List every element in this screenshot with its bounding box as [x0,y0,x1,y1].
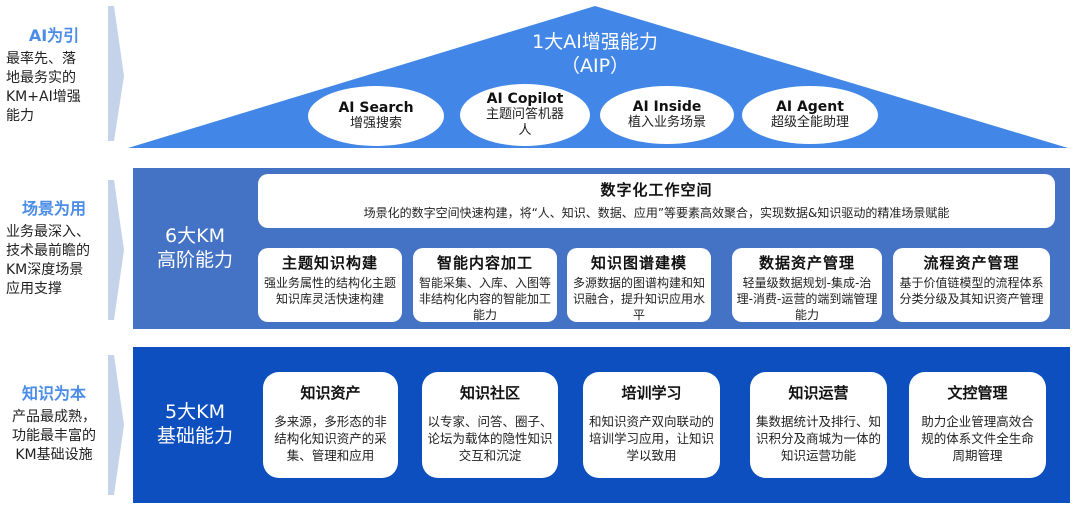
advanced-card: 数据资产管理轻量级数据规划-集成-治理-消费-运营的端到端管理能力 [732,248,882,322]
basic-card: 知识运营集数据统计及排行、知识积分及商城为一体的知识运营功能 [750,372,887,478]
basic-card: 知识资产多来源，多形态的非结构化知识资产的采集、管理和应用 [263,372,398,478]
advanced-card: 知识图谱建模多源数据的图谱构建和知识融合，提升知识应用水平 [567,248,711,322]
chevron-right-icon [108,6,124,141]
chevron-right-icon [108,355,124,495]
aip-title: 1大AI增强能力 （AIP） [532,31,658,77]
advanced-card: 智能内容加工智能采集、入库、入图等非结构化内容的智能加工能力 [413,248,557,322]
advanced-card: 流程资产管理基于价值链模型的流程体系分类分级及其知识资产管理 [893,248,1050,322]
workspace-card: 数字化工作空间 场景化的数字空间快速构建，将“人、知识、数据、应用”等要素高效聚… [258,174,1055,228]
advanced-card: 主题知识构建强业务属性的结构化主题知识库灵活快速构建 [258,248,402,322]
chevron-right-icon [108,180,124,320]
basic-card: 知识社区以专家、问答、圈子、论坛为载体的隐性知识交互和沉淀 [422,372,558,478]
basic-card: 培训学习和知识资产双向联动的培训学习应用，让知识学以致用 [583,372,720,478]
basic-card: 文控管理助力企业管理高效合规的体系文件全生命周期管理 [909,372,1046,478]
